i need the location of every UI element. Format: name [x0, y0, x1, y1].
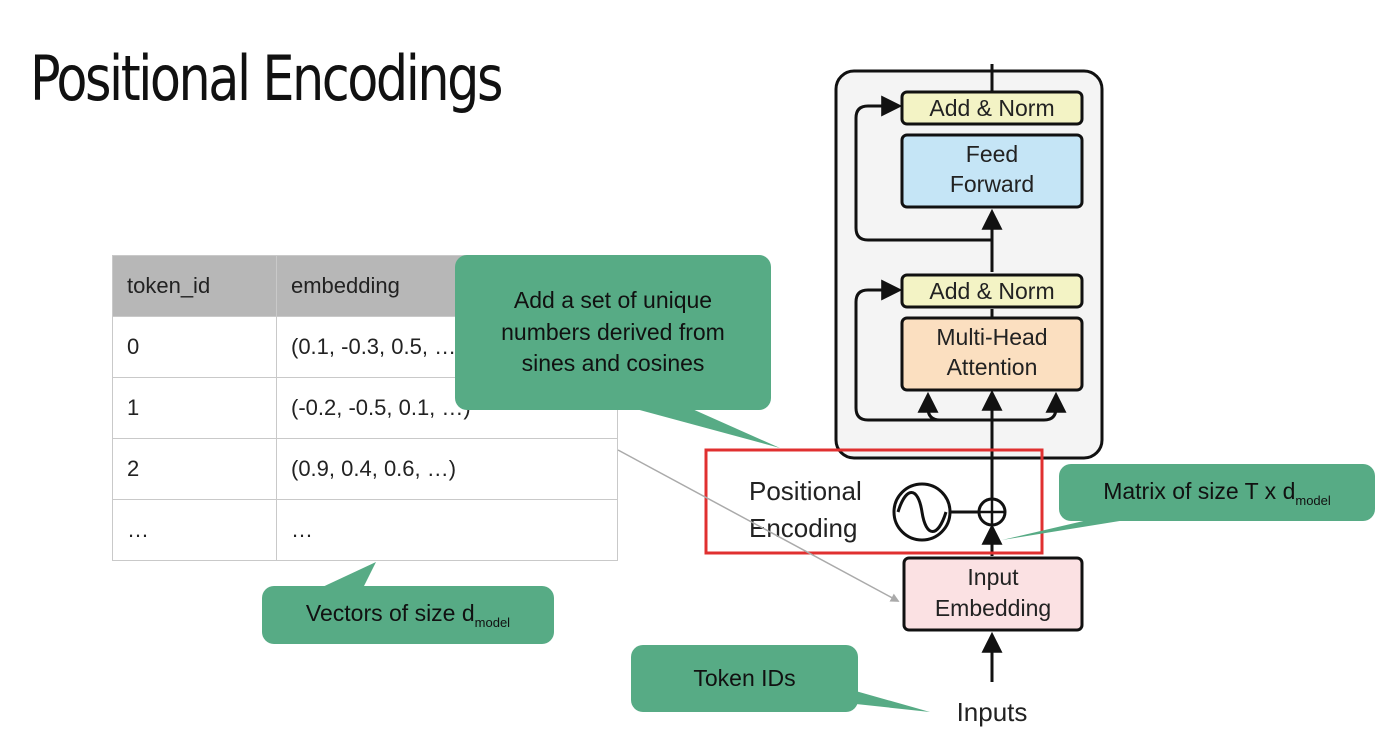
mha-label-line1: Multi-Head — [936, 324, 1047, 350]
feed-forward-label-line2: Forward — [950, 171, 1034, 197]
mha-label-line2: Attention — [947, 354, 1038, 380]
table-row: … … — [112, 499, 618, 561]
token-embedding-table: token_id embedding 0 (0.1, -0.3, 0.5, …)… — [112, 255, 618, 561]
feed-forward-box — [900, 133, 1084, 209]
multi-head-attention-box — [900, 316, 1084, 392]
callout-token-ids: Token IDs — [631, 645, 858, 712]
callout-token-ids-text: Token IDs — [693, 664, 796, 691]
encoder-block — [834, 69, 1104, 460]
add-operator-icon — [977, 497, 1007, 527]
table-cell-embedding: (0.9, 0.4, 0.6, …) — [276, 438, 618, 500]
callout-matrix-size-prefix: Matrix of size T x d — [1103, 477, 1296, 504]
callout-tail-vectors — [316, 562, 376, 590]
callout-tail-matrix — [1002, 519, 1132, 540]
table-cell-embedding: … — [276, 499, 618, 561]
add-norm-bottom-label: Add & Norm — [929, 278, 1054, 304]
callout-vectors-size: Vectors of size dmodel — [262, 586, 554, 644]
attention-branch-left — [917, 391, 992, 422]
add-norm-top-label: Add & Norm — [929, 95, 1054, 121]
add-norm-bottom-box — [900, 273, 1084, 309]
column-header-token-id: token_id — [112, 255, 277, 317]
page-title: Positional Encodings — [30, 42, 503, 115]
callout-unique-numbers: Add a set of unique numbers derived from… — [455, 255, 771, 410]
callout-matrix-size-text: Matrix of size T x dmodel — [1103, 476, 1331, 510]
positional-encoding-highlight — [704, 448, 1044, 555]
table-cell-token-id: 2 — [112, 438, 277, 500]
table-row: 2 (0.9, 0.4, 0.6, …) — [112, 438, 618, 500]
residual-loop-top — [854, 95, 992, 242]
callout-vectors-size-prefix: Vectors of size d — [305, 600, 475, 627]
callout-tail-token-ids — [838, 686, 930, 712]
callout-vectors-size-subscript: model — [474, 615, 511, 631]
input-embedding-label-line1: Input — [967, 564, 1019, 590]
callout-tail-unique-numbers — [632, 408, 780, 448]
table-cell-embedding: (-0.2, -0.5, 0.1, …) — [276, 377, 618, 439]
feed-forward-label-line1: Feed — [966, 141, 1018, 167]
positional-encoding-label-line2: Encoding — [749, 513, 857, 543]
residual-loop-bottom — [854, 279, 992, 422]
add-norm-top-box — [900, 90, 1084, 126]
input-embedding-label-line2: Embedding — [935, 595, 1051, 621]
table-to-embedding-pointer — [617, 449, 900, 602]
table-cell-token-id: 0 — [112, 316, 277, 378]
positional-encoding-label-line1: Positional — [749, 476, 862, 506]
table-row: 1 (-0.2, -0.5, 0.1, …) — [112, 377, 618, 439]
inputs-label: Inputs — [957, 697, 1028, 727]
callout-matrix-size-subscript: model — [1295, 492, 1331, 508]
sine-wave-icon — [892, 482, 952, 542]
callout-matrix-size: Matrix of size T x dmodel — [1059, 464, 1375, 521]
input-embedding-box — [902, 556, 1084, 632]
table-cell-token-id: … — [112, 499, 277, 561]
callout-vectors-size-text: Vectors of size dmodel — [306, 598, 510, 632]
attention-branch-right — [992, 391, 1067, 422]
callout-unique-numbers-text: Add a set of unique numbers derived from… — [501, 286, 725, 377]
table-row: 0 (0.1, -0.3, 0.5, …) — [112, 316, 618, 378]
